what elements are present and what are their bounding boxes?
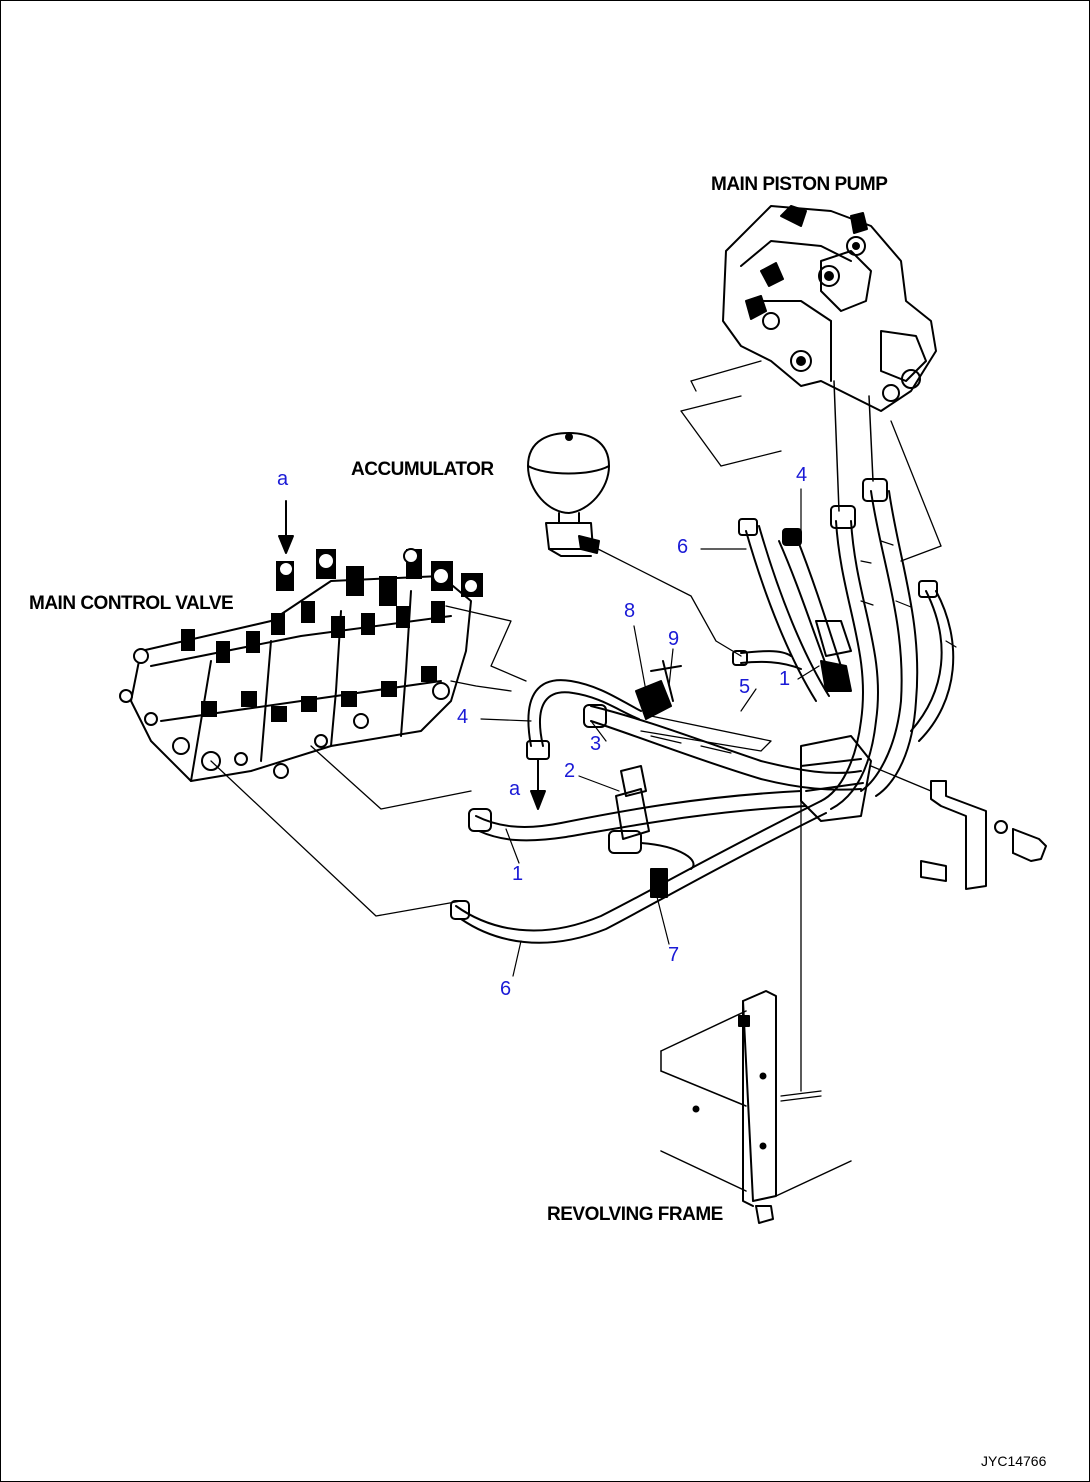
- main-control-valve-drawing: [119, 548, 527, 917]
- callout-8: 8: [624, 600, 636, 622]
- callout-6-upper: 6: [677, 536, 689, 558]
- callout-leaders: [480, 488, 820, 977]
- callout-1-lower: 1: [512, 863, 524, 885]
- label-main-control-valve: MAIN CONTROL VALVE: [29, 593, 234, 614]
- label-main-piston-pump: MAIN PISTON PUMP: [711, 174, 888, 195]
- accumulator-drawing: [527, 432, 802, 670]
- callout-a-mid: a: [509, 778, 521, 800]
- label-revolving-frame: REVOLVING FRAME: [547, 1204, 723, 1225]
- mounting-bracket: [870, 765, 1047, 890]
- direction-arrows: [278, 500, 546, 810]
- revolving-frame-drawing: [660, 790, 852, 1224]
- callout-4-left: 4: [457, 706, 469, 728]
- label-accumulator: ACCUMULATOR: [351, 459, 494, 480]
- callout-7: 7: [668, 944, 680, 966]
- callout-5: 5: [739, 676, 751, 698]
- callout-1-upper: 1: [779, 668, 791, 690]
- callout-a-top: a: [277, 468, 289, 490]
- callout-3: 3: [590, 733, 602, 755]
- callout-2: 2: [564, 760, 576, 782]
- pump-hoses: [738, 380, 957, 810]
- main-piston-pump-drawing: [680, 205, 942, 562]
- callout-4-upper: 4: [796, 464, 808, 486]
- lower-hoses: [450, 660, 872, 944]
- callout-6-lower: 6: [500, 978, 512, 1000]
- drawing-code: JYC14766: [981, 1453, 1047, 1469]
- callout-9: 9: [668, 628, 680, 650]
